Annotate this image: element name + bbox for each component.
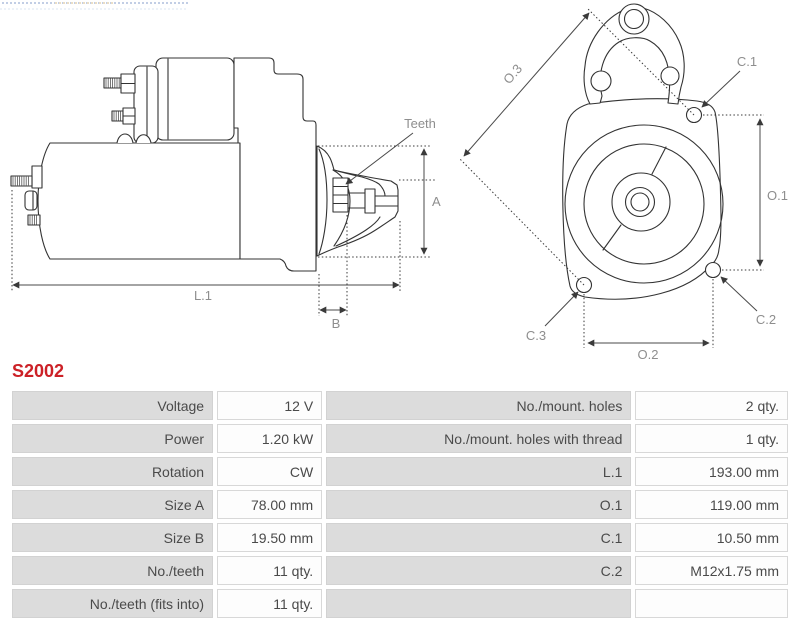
table-row: Voltage 12 V No./mount. holes 2 qty. <box>12 391 788 420</box>
front-view: O.3 C.1 O.1 C.2 C.3 O.2 <box>458 3 788 362</box>
table-row: Size A 78.00 mm O.1 119.00 mm <box>12 490 788 519</box>
table-row: No./teeth (fits into) 11 qty. <box>12 589 788 618</box>
spec-label: C.1 <box>326 523 632 552</box>
spec-value: 11 qty. <box>217 589 323 618</box>
spec-label: Size B <box>12 523 214 552</box>
spec-value: 2 qty. <box>635 391 788 420</box>
dim-c3-label: C.3 <box>526 328 546 343</box>
spec-label: No./mount. holes with thread <box>326 424 632 453</box>
dim-c1-label: C.1 <box>737 54 757 69</box>
spec-label: No./teeth (fits into) <box>12 589 214 618</box>
spec-label: No./mount. holes <box>326 391 632 420</box>
table-row: Size B 19.50 mm C.1 10.50 mm <box>12 523 788 552</box>
spec-label: Size A <box>12 490 214 519</box>
spec-label: C.2 <box>326 556 632 585</box>
spec-label: Rotation <box>12 457 214 486</box>
spec-value: 119.00 mm <box>635 490 788 519</box>
spec-value: CW <box>217 457 323 486</box>
dim-b-label: B <box>332 316 341 331</box>
table-row: No./teeth 11 qty. C.2 M12x1.75 mm <box>12 556 788 585</box>
table-row: Power 1.20 kW No./mount. holes with thre… <box>12 424 788 453</box>
spec-value: M12x1.75 mm <box>635 556 788 585</box>
spec-value: 1.20 kW <box>217 424 323 453</box>
spec-label <box>326 589 632 618</box>
dim-l1-label: L.1 <box>194 288 212 303</box>
technical-drawing: Teeth A L.1 B <box>0 2 788 362</box>
dim-o2-label: O.2 <box>638 347 659 362</box>
spec-label: Voltage <box>12 391 214 420</box>
dim-c2-label: C.2 <box>756 312 776 327</box>
spec-label: L.1 <box>326 457 632 486</box>
spec-value: 10.50 mm <box>635 523 788 552</box>
specs-table: Voltage 12 V No./mount. holes 2 qty. Pow… <box>8 387 792 622</box>
teeth-label: Teeth <box>404 116 436 131</box>
watermark-artifact <box>0 2 190 10</box>
spec-value: 78.00 mm <box>217 490 323 519</box>
spec-label: O.1 <box>326 490 632 519</box>
spec-label: Power <box>12 424 214 453</box>
part-number: S2002 <box>12 361 65 381</box>
dim-a-label: A <box>432 194 441 209</box>
spec-value: 1 qty. <box>635 424 788 453</box>
spec-value <box>635 589 788 618</box>
side-view: Teeth A L.1 B <box>10 57 441 331</box>
spec-value: 19.50 mm <box>217 523 323 552</box>
table-row: Rotation CW L.1 193.00 mm <box>12 457 788 486</box>
dim-o3-label: O.3 <box>500 61 525 87</box>
spec-label: No./teeth <box>12 556 214 585</box>
spec-value: 193.00 mm <box>635 457 788 486</box>
spec-value: 11 qty. <box>217 556 323 585</box>
spec-value: 12 V <box>217 391 323 420</box>
dim-o1-label: O.1 <box>767 188 788 203</box>
